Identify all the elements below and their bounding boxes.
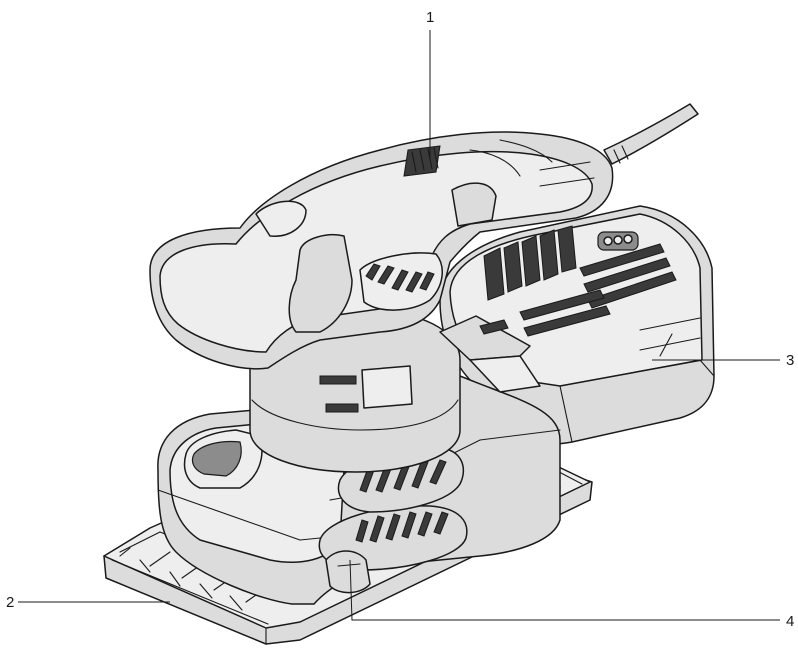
paper-clamp <box>439 315 541 393</box>
callout-2: 2 <box>6 594 14 611</box>
leader-4 <box>349 559 780 621</box>
callout-1: 1 <box>426 9 434 26</box>
callout-4: 4 <box>786 613 794 630</box>
leader-lines <box>18 30 780 621</box>
vent-grille <box>483 225 677 337</box>
callout-3: 3 <box>786 352 794 369</box>
handle-body <box>149 131 614 370</box>
power-cord <box>603 103 699 165</box>
dust-canister <box>439 205 715 445</box>
motor-waist <box>249 309 461 473</box>
